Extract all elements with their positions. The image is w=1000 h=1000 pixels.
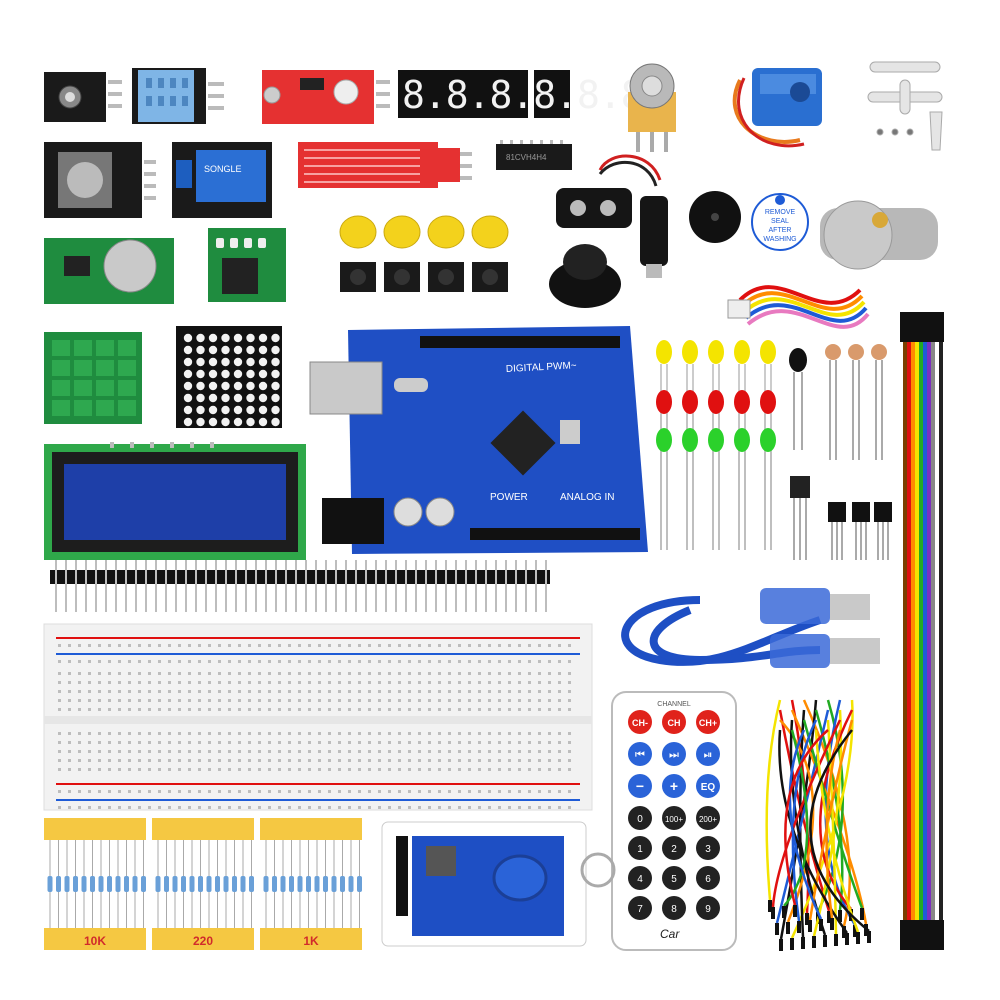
photoresistor-icon — [825, 344, 887, 460]
rgb-led-module-icon — [44, 72, 122, 122]
remote-plus[interactable]: + — [670, 778, 678, 794]
remote-play[interactable]: ⏯ — [704, 749, 713, 761]
sound-sensor-icon — [262, 70, 390, 124]
remote-eq[interactable]: EQ — [701, 782, 716, 793]
buzzer-icon: REMOVE SEAL AFTER WASHING — [689, 191, 809, 251]
potentiometer-icon — [628, 63, 676, 152]
remote-2[interactable]: 2 — [671, 844, 677, 855]
breadboard-icon — [43, 623, 593, 811]
remote-next[interactable]: ⏭ — [669, 749, 679, 761]
buzzer-sticker-3: AFTER — [769, 227, 792, 234]
button-caps-icon — [339, 215, 509, 249]
microcontroller-board-icon: DIGITAL PWM~ POWER ANALOG IN — [309, 326, 648, 554]
remote-6[interactable]: 6 — [705, 874, 711, 885]
servo-horns-icon — [867, 61, 943, 151]
ir-receiver-icon — [790, 476, 810, 560]
resistor-10k-label: 10K — [84, 934, 106, 948]
board-power-label: POWER — [490, 492, 528, 503]
relay-label: SONGLE — [204, 164, 242, 174]
remote-200[interactable]: 200+ — [699, 815, 717, 824]
resistor-tape-icon: 10K 220 1K — [44, 818, 362, 950]
stepper-motor-icon — [727, 200, 938, 329]
remote-ch-minus[interactable]: CH- — [632, 718, 648, 728]
jumper-wires-icon — [765, 699, 871, 951]
lcd-module-icon — [44, 442, 306, 560]
remote-control-icon: CHANNEL CH- CH CH+ ⏮ ⏭ ⏯ − + EQ 0 100+ 2… — [611, 691, 737, 951]
pin-header-icon — [50, 560, 550, 612]
remote-100[interactable]: 100+ — [665, 815, 683, 824]
remote-brand: Car — [660, 927, 680, 941]
keypad-icon — [44, 332, 142, 424]
remote-0[interactable]: 0 — [637, 814, 643, 825]
remote-channel-label: CHANNEL — [657, 701, 691, 708]
buzzer-sticker-2: SEAL — [771, 218, 789, 225]
remote-3[interactable]: 3 — [705, 844, 711, 855]
ic-chip-icon: 81CVH4H4 — [496, 140, 572, 170]
jumper-ribbon-icon — [900, 312, 944, 950]
dht11-sensor-icon — [132, 68, 224, 124]
rtc-module-icon — [44, 238, 174, 304]
resistor-220-label: 220 — [193, 934, 213, 948]
remote-4[interactable]: 4 — [637, 874, 643, 885]
remote-minus[interactable]: − — [636, 778, 644, 794]
battery-clip-icon — [556, 154, 668, 278]
board-digital-label: DIGITAL PWM~ — [506, 360, 577, 375]
rfid-module-icon — [381, 821, 616, 947]
remote-ch[interactable]: CH — [668, 718, 681, 728]
buzzer-sticker-4: WASHING — [763, 236, 796, 243]
resistor-1k-label: 1K — [303, 934, 319, 948]
seven-segment-label: 8.8.8.8.8.8. — [402, 73, 665, 117]
stepper-driver-icon — [208, 228, 286, 302]
relay-module-icon: SONGLE — [172, 142, 272, 218]
water-sensor-icon — [298, 142, 472, 188]
chip-label: 81CVH4H4 — [506, 153, 547, 162]
led-icon — [656, 340, 807, 550]
remote-8[interactable]: 8 — [671, 904, 677, 915]
transistor-icon — [828, 502, 892, 560]
remote-ch-plus[interactable]: CH+ — [699, 718, 717, 728]
usb-cable-icon — [621, 588, 880, 668]
joystick-cap-icon — [549, 244, 621, 308]
tactile-switch-icon — [340, 262, 508, 292]
remote-prev[interactable]: ⏮ — [635, 749, 645, 761]
board-analog-label: ANALOG IN — [560, 492, 614, 503]
seven-segment-display-icon: 8.8.8.8.8.8. — [398, 70, 666, 118]
remote-7[interactable]: 7 — [637, 904, 643, 915]
led-matrix-icon — [176, 326, 282, 428]
remote-1[interactable]: 1 — [637, 844, 643, 855]
servo-motor-icon — [732, 68, 822, 148]
remote-9[interactable]: 9 — [705, 904, 711, 915]
joystick-module-icon — [44, 142, 156, 218]
remote-5[interactable]: 5 — [671, 874, 677, 885]
buzzer-sticker-1: REMOVE — [765, 209, 796, 216]
